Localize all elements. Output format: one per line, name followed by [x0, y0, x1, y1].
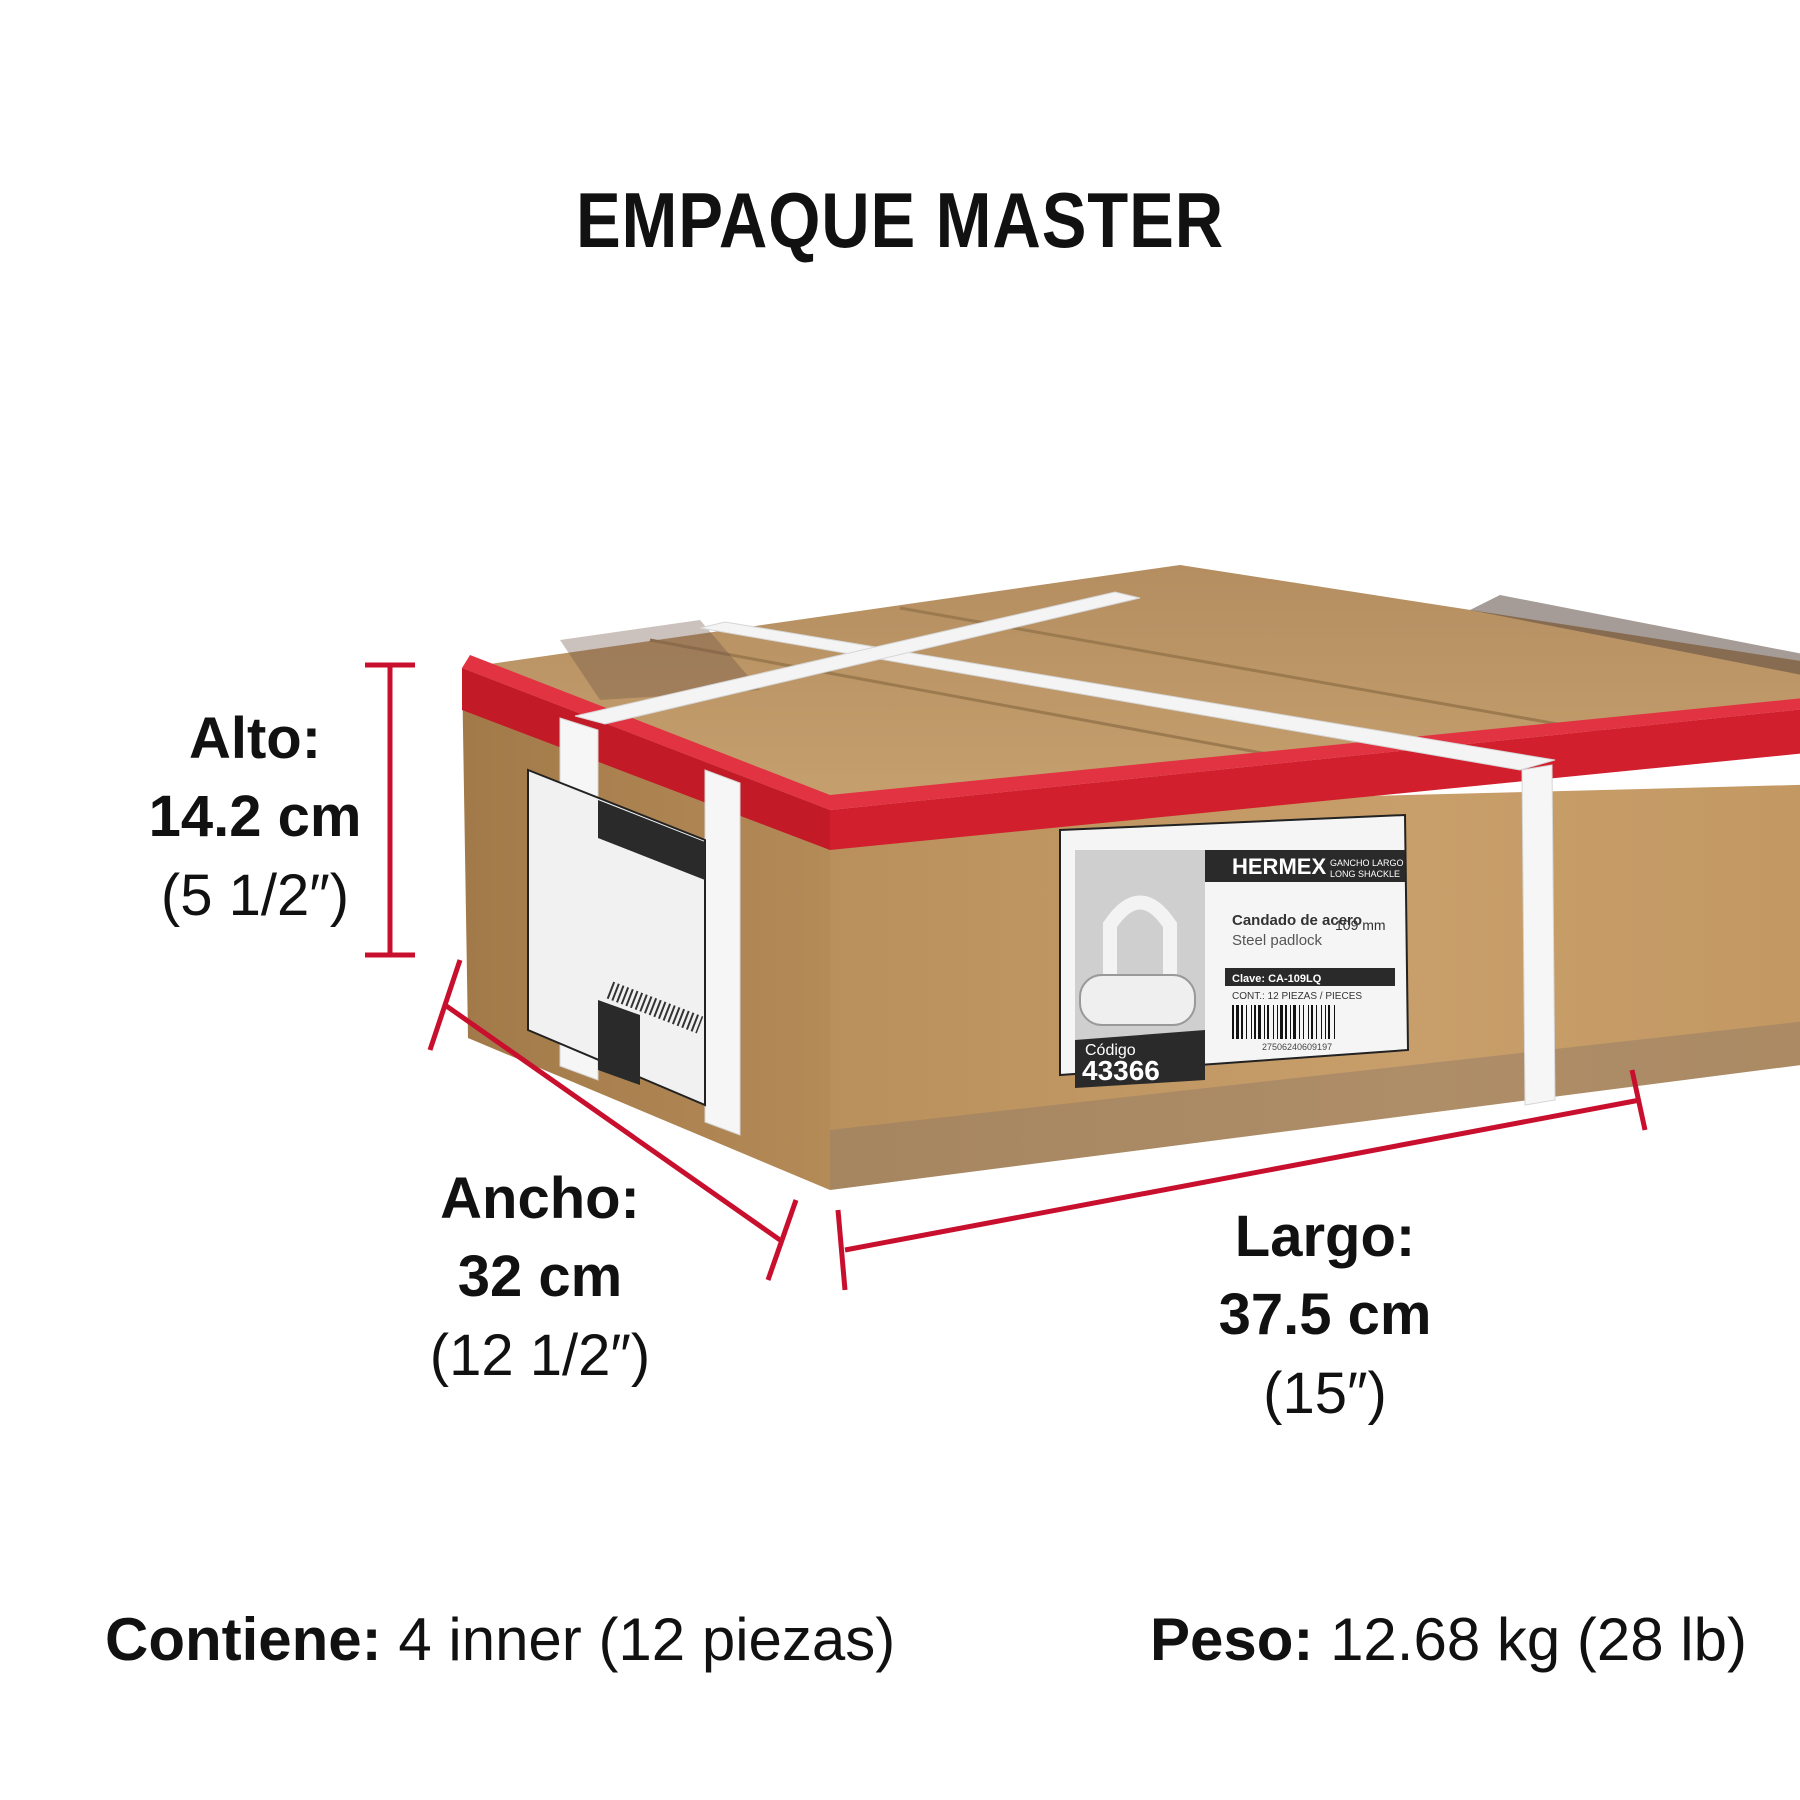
largo-inch: (15″) — [1263, 1360, 1387, 1426]
box-subtitle-en: LONG SHACKLE — [1330, 869, 1400, 879]
box-clave: Clave: CA-109LQ — [1232, 973, 1322, 985]
ancho-dimension: Ancho: 32 cm (12 1/2″) — [400, 1160, 680, 1395]
barcode-bar — [1303, 1005, 1304, 1039]
alto-dimension: Alto: 14.2 cm (5 1/2″) — [130, 700, 380, 935]
barcode-bar — [1246, 1005, 1247, 1039]
barcode-bar — [1267, 1005, 1269, 1039]
box-size: 109 mm — [1335, 917, 1386, 933]
barcode-bar — [1273, 1005, 1274, 1039]
largo-dimension: Largo: 37.5 cm (15″) — [1175, 1198, 1475, 1433]
barcode-number: 27506240609197 — [1262, 1042, 1332, 1052]
ancho-inch: (12 1/2″) — [429, 1322, 651, 1388]
barcode-bar — [1290, 1005, 1291, 1039]
box-product-es: Candado de acero — [1232, 912, 1362, 929]
barcode-bar — [1308, 1005, 1309, 1039]
barcode-bar — [1328, 1005, 1330, 1039]
strap-top-cross — [574, 591, 1141, 725]
ancho-cm: 32 cm — [457, 1244, 623, 1310]
alto-label: Alto: — [188, 706, 322, 771]
barcode-bar — [1334, 1005, 1335, 1039]
largo-label: Largo: — [1234, 1204, 1416, 1269]
contents-label: Contiene: — [105, 1606, 382, 1673]
weight-info: Peso: 12.68 kg (28 lb) — [1150, 1605, 1747, 1674]
page-title: EMPAQUE MASTER — [575, 176, 1225, 264]
alto-cm: 14.2 cm — [148, 784, 362, 850]
front-product-label: Código 43366 HERMEX GANCHO LARGO LONG SH… — [1059, 813, 1410, 1088]
length-dimension-line — [835, 1069, 1648, 1291]
contents-info: Contiene: 4 inner (12 piezas) — [105, 1605, 895, 1674]
red-tape-top-edge — [462, 655, 1800, 810]
barcode-bar — [1241, 1005, 1243, 1039]
barcode-bar — [1321, 1005, 1322, 1039]
barcode-bar — [1311, 1005, 1313, 1039]
weight-label: Peso: — [1150, 1606, 1314, 1673]
strap-left-2 — [704, 769, 741, 1136]
barcode-bar — [1232, 1005, 1234, 1039]
barcode-bar — [1299, 1005, 1300, 1039]
box-codigo: 43366 — [1082, 1055, 1160, 1086]
barcode-bar — [1293, 1005, 1296, 1039]
barcode-bar — [1264, 1005, 1265, 1039]
barcode-bar — [1316, 1005, 1317, 1039]
barcode-bar — [1280, 1005, 1283, 1039]
barcode — [1232, 1005, 1335, 1039]
box-cont: CONT.: 12 PIEZAS / PIECES — [1232, 991, 1362, 1002]
alto-inch: (5 1/2″) — [160, 862, 350, 928]
red-tape-front — [830, 709, 1800, 850]
box-product-en: Steel padlock — [1232, 932, 1323, 949]
strap-top-long — [699, 621, 1556, 771]
weight-value: 12.68 kg (28 lb) — [1330, 1606, 1747, 1673]
width-dimension-line — [427, 959, 799, 1281]
side-product-label — [527, 768, 706, 1107]
barcode-bar — [1258, 1005, 1261, 1039]
box-subtitle-es: GANCHO LARGO — [1330, 858, 1404, 868]
ancho-label: Ancho: — [440, 1166, 640, 1231]
box-top-face — [462, 565, 1800, 810]
box-codigo-label: Código — [1085, 1042, 1136, 1059]
contents-value: 4 inner (12 piezas) — [398, 1606, 896, 1673]
barcode-bar — [1325, 1005, 1326, 1039]
box-brand: HERMEX — [1232, 854, 1326, 879]
barcode-bar — [1254, 1005, 1256, 1039]
barcode-bar — [1277, 1005, 1278, 1039]
barcode-bar — [1285, 1005, 1287, 1039]
barcode-bar — [1236, 1005, 1239, 1039]
barcode-bar — [1251, 1005, 1252, 1039]
largo-cm: 37.5 cm — [1218, 1282, 1432, 1348]
height-dimension-line — [365, 662, 415, 958]
strap-front — [1521, 764, 1556, 1106]
